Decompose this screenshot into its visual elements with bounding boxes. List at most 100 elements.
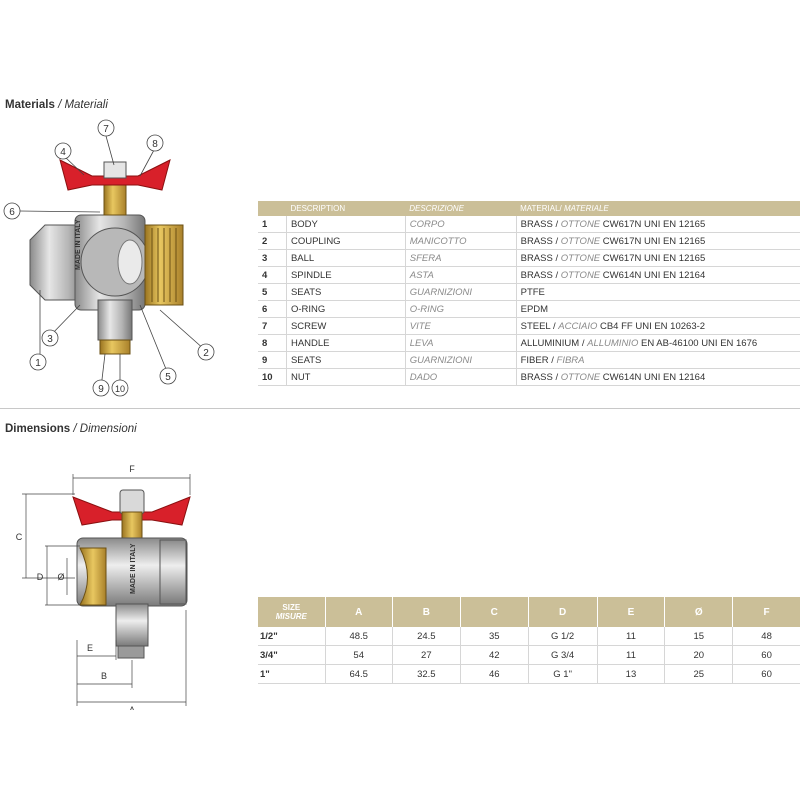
row-material: EPDM — [515, 300, 800, 318]
row-description: SEATS — [285, 283, 406, 301]
dim-label-A: A — [129, 705, 135, 710]
dimension-cell: 20 — [664, 645, 733, 665]
material-text: BRASS / — [520, 252, 561, 264]
row-description-it: O-RING — [404, 300, 517, 318]
material-text-it: ALLUMINIO — [587, 337, 639, 349]
materials-table-header: DESCRIPTION DESCRIZIONE MATERIAL/ MATERI… — [258, 201, 800, 216]
material-spec: CW617N UNI EN 12165 — [600, 235, 706, 247]
row-material: STEEL / ACCIAIO CB4 FF UNI EN 10263-2 — [515, 317, 800, 335]
row-description: HANDLE — [285, 334, 406, 352]
dim-label-E: E — [87, 643, 93, 653]
dimension-cell: 54 — [324, 645, 393, 665]
dimension-cell: 11 — [596, 645, 665, 665]
row-material: FIBER / FIBRA — [515, 351, 800, 369]
dimension-cell: 13 — [596, 664, 665, 684]
dimension-cell: 48.5 — [324, 627, 393, 646]
dimension-cell: 60 — [732, 645, 800, 665]
dimension-cell: 24.5 — [391, 627, 461, 646]
header-A: A — [324, 597, 393, 627]
dimension-cell: 25 — [664, 664, 733, 684]
materials-table: DESCRIPTION DESCRIZIONE MATERIAL/ MATERI… — [258, 201, 800, 386]
callout-1: 1 — [35, 358, 41, 369]
dimension-cell: 60 — [732, 664, 800, 684]
row-number: 9 — [258, 351, 287, 369]
header-material: MATERIAL/ MATERIALE — [516, 201, 800, 216]
dimension-cell: 46 — [459, 664, 529, 684]
dimension-cell: 64.5 — [324, 664, 393, 684]
material-spec: CW617N UNI EN 12165 — [600, 218, 706, 230]
material-text-it: OTTONE — [560, 252, 601, 264]
dimensions-section-title: Dimensions / Dimensioni — [5, 423, 137, 435]
row-description-it: CORPO — [404, 216, 517, 233]
header-E: E — [596, 597, 665, 627]
materials-section-title: Materials / Materiali — [5, 99, 108, 111]
row-description: BALL — [285, 249, 406, 267]
header-diameter: Ø — [664, 597, 733, 627]
material-spec: EN AB-46100 UNI EN 1676 — [638, 337, 758, 349]
header-description: DESCRIPTION — [286, 201, 406, 216]
row-material: BRASS / OTTONE CW617N UNI EN 12165 — [515, 232, 800, 250]
dimension-cell: 15 — [664, 627, 733, 646]
dimension-cell: 48 — [732, 627, 800, 646]
header-num — [258, 201, 287, 216]
material-text-it: ACCIAIO — [558, 320, 598, 332]
row-description: SPINDLE — [285, 266, 406, 284]
row-description-it: GUARNIZIONI — [404, 351, 517, 369]
row-description: SCREW — [285, 317, 406, 335]
material-text: PTFE — [520, 286, 545, 298]
dimension-cell: 32.5 — [391, 664, 461, 684]
dimension-cell: 35 — [459, 627, 529, 646]
row-description-it: LEVA — [404, 334, 517, 352]
row-material: ALLUMINIUM / ALLUMINIO EN AB-46100 UNI E… — [515, 334, 800, 352]
material-text-it: FIBRA — [556, 354, 585, 366]
row-description-it: DADO — [404, 368, 517, 386]
material-text-it: OTTONE — [560, 218, 601, 230]
callout-3: 3 — [47, 334, 53, 345]
row-description: NUT — [285, 368, 406, 386]
material-text: BRASS / — [520, 218, 561, 230]
material-text: BRASS / — [520, 269, 561, 281]
row-description: O-RING — [285, 300, 406, 318]
dimension-cell: 42 — [459, 645, 529, 665]
row-number: 6 — [258, 300, 287, 318]
material-text-it: OTTONE — [560, 235, 601, 247]
callout-9: 9 — [98, 384, 104, 395]
material-spec: CB4 FF UNI EN 10263-2 — [597, 320, 706, 332]
header-B: B — [391, 597, 461, 627]
callout-7: 7 — [103, 124, 109, 135]
row-number: 2 — [258, 232, 287, 250]
material-text: FIBER / — [520, 354, 557, 366]
made-in-italy-stamp: MADE IN ITALY — [75, 219, 82, 270]
dimension-cell: G 1" — [527, 664, 598, 684]
row-description-it: VITE — [404, 317, 517, 335]
header-C: C — [459, 597, 529, 627]
row-description: SEATS — [285, 351, 406, 369]
row-material: PTFE — [515, 283, 800, 301]
row-number: 8 — [258, 334, 287, 352]
row-material: BRASS / OTTONE CW617N UNI EN 12165 — [515, 216, 800, 233]
row-material: BRASS / OTTONE CW617N UNI EN 12165 — [515, 249, 800, 267]
dimension-cell: G 1/2 — [527, 627, 598, 646]
row-description-it: SFERA — [404, 249, 517, 267]
material-text: BRASS / — [520, 371, 561, 383]
row-number: 7 — [258, 317, 287, 335]
dim-label-D: D — [37, 572, 44, 582]
row-number: 5 — [258, 283, 287, 301]
header-descrizione: DESCRIZIONE — [405, 201, 517, 216]
material-spec: CW614N UNI EN 12164 — [600, 269, 706, 281]
callout-5: 5 — [165, 372, 171, 383]
row-description: BODY — [285, 216, 406, 233]
